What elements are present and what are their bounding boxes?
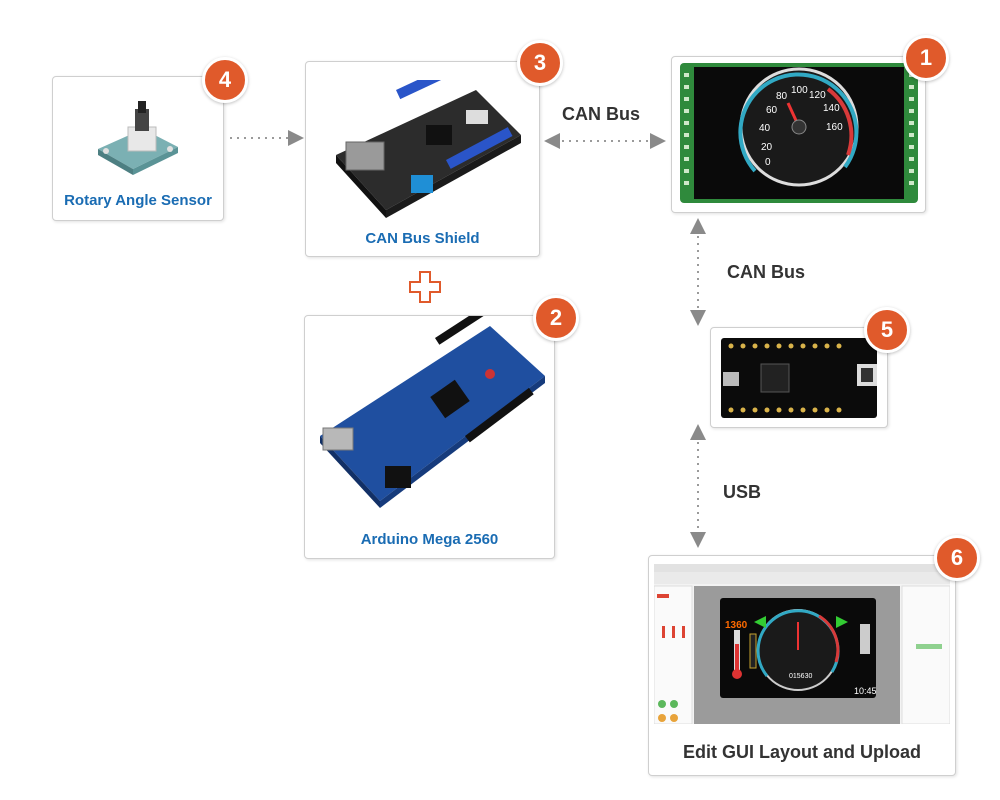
badge-1: 1 xyxy=(903,35,949,81)
card-display[interactable]: 0 20 40 60 80 100 120 140 160 xyxy=(671,56,926,213)
display-image xyxy=(680,63,918,203)
usb-can-adapter-image xyxy=(721,338,877,418)
can-bus-shield-label: CAN Bus Shield xyxy=(365,230,480,247)
gauge-tick-160: 160 xyxy=(826,122,843,133)
card-rotary-angle-sensor[interactable]: Rotary Angle Sensor xyxy=(52,76,224,221)
card-usb-can-adapter[interactable] xyxy=(710,327,888,428)
card-can-bus-shield[interactable]: CAN Bus Shield xyxy=(305,61,540,257)
card-arduino-mega[interactable]: Arduino Mega 2560 xyxy=(304,315,555,559)
badge-2: 2 xyxy=(533,295,579,341)
plus-icon xyxy=(409,271,441,303)
gauge-tick-140: 140 xyxy=(823,103,840,114)
gauge-tick-60: 60 xyxy=(766,105,778,116)
gauge-tick-20: 20 xyxy=(761,142,773,153)
rotary-sensor-label: Rotary Angle Sensor xyxy=(64,192,212,209)
arduino-mega-label: Arduino Mega 2560 xyxy=(360,531,499,548)
editor-value-left: 1360 xyxy=(725,620,748,631)
card-gui-editor[interactable]: 1360 015630 10:45 Edit GUI Layout and Up… xyxy=(648,555,956,776)
gui-editor-label: Edit GUI Layout and Upload xyxy=(683,742,921,762)
badge-6: 6 xyxy=(934,535,980,581)
badge-4: 4 xyxy=(202,57,248,103)
rotary-sensor-image xyxy=(98,101,178,175)
badge-5: 5 xyxy=(864,307,910,353)
label-can-bus-top: CAN Bus xyxy=(562,104,641,124)
gauge-tick-120: 120 xyxy=(809,90,826,101)
label-usb: USB xyxy=(723,482,762,502)
editor-clock: 10:45 xyxy=(854,686,877,696)
editor-value-center: 015630 xyxy=(789,673,813,680)
badge-3: 3 xyxy=(517,40,563,86)
arduino-mega-image xyxy=(320,316,545,508)
gauge-tick-100: 100 xyxy=(791,85,808,96)
gauge-tick-80: 80 xyxy=(776,91,788,102)
gauge-tick-0: 0 xyxy=(765,157,771,168)
gui-editor-screenshot xyxy=(654,564,950,724)
label-can-bus-vertical: CAN Bus xyxy=(727,262,806,282)
gauge-tick-40: 40 xyxy=(759,123,771,134)
can-bus-shield-image xyxy=(336,80,521,218)
